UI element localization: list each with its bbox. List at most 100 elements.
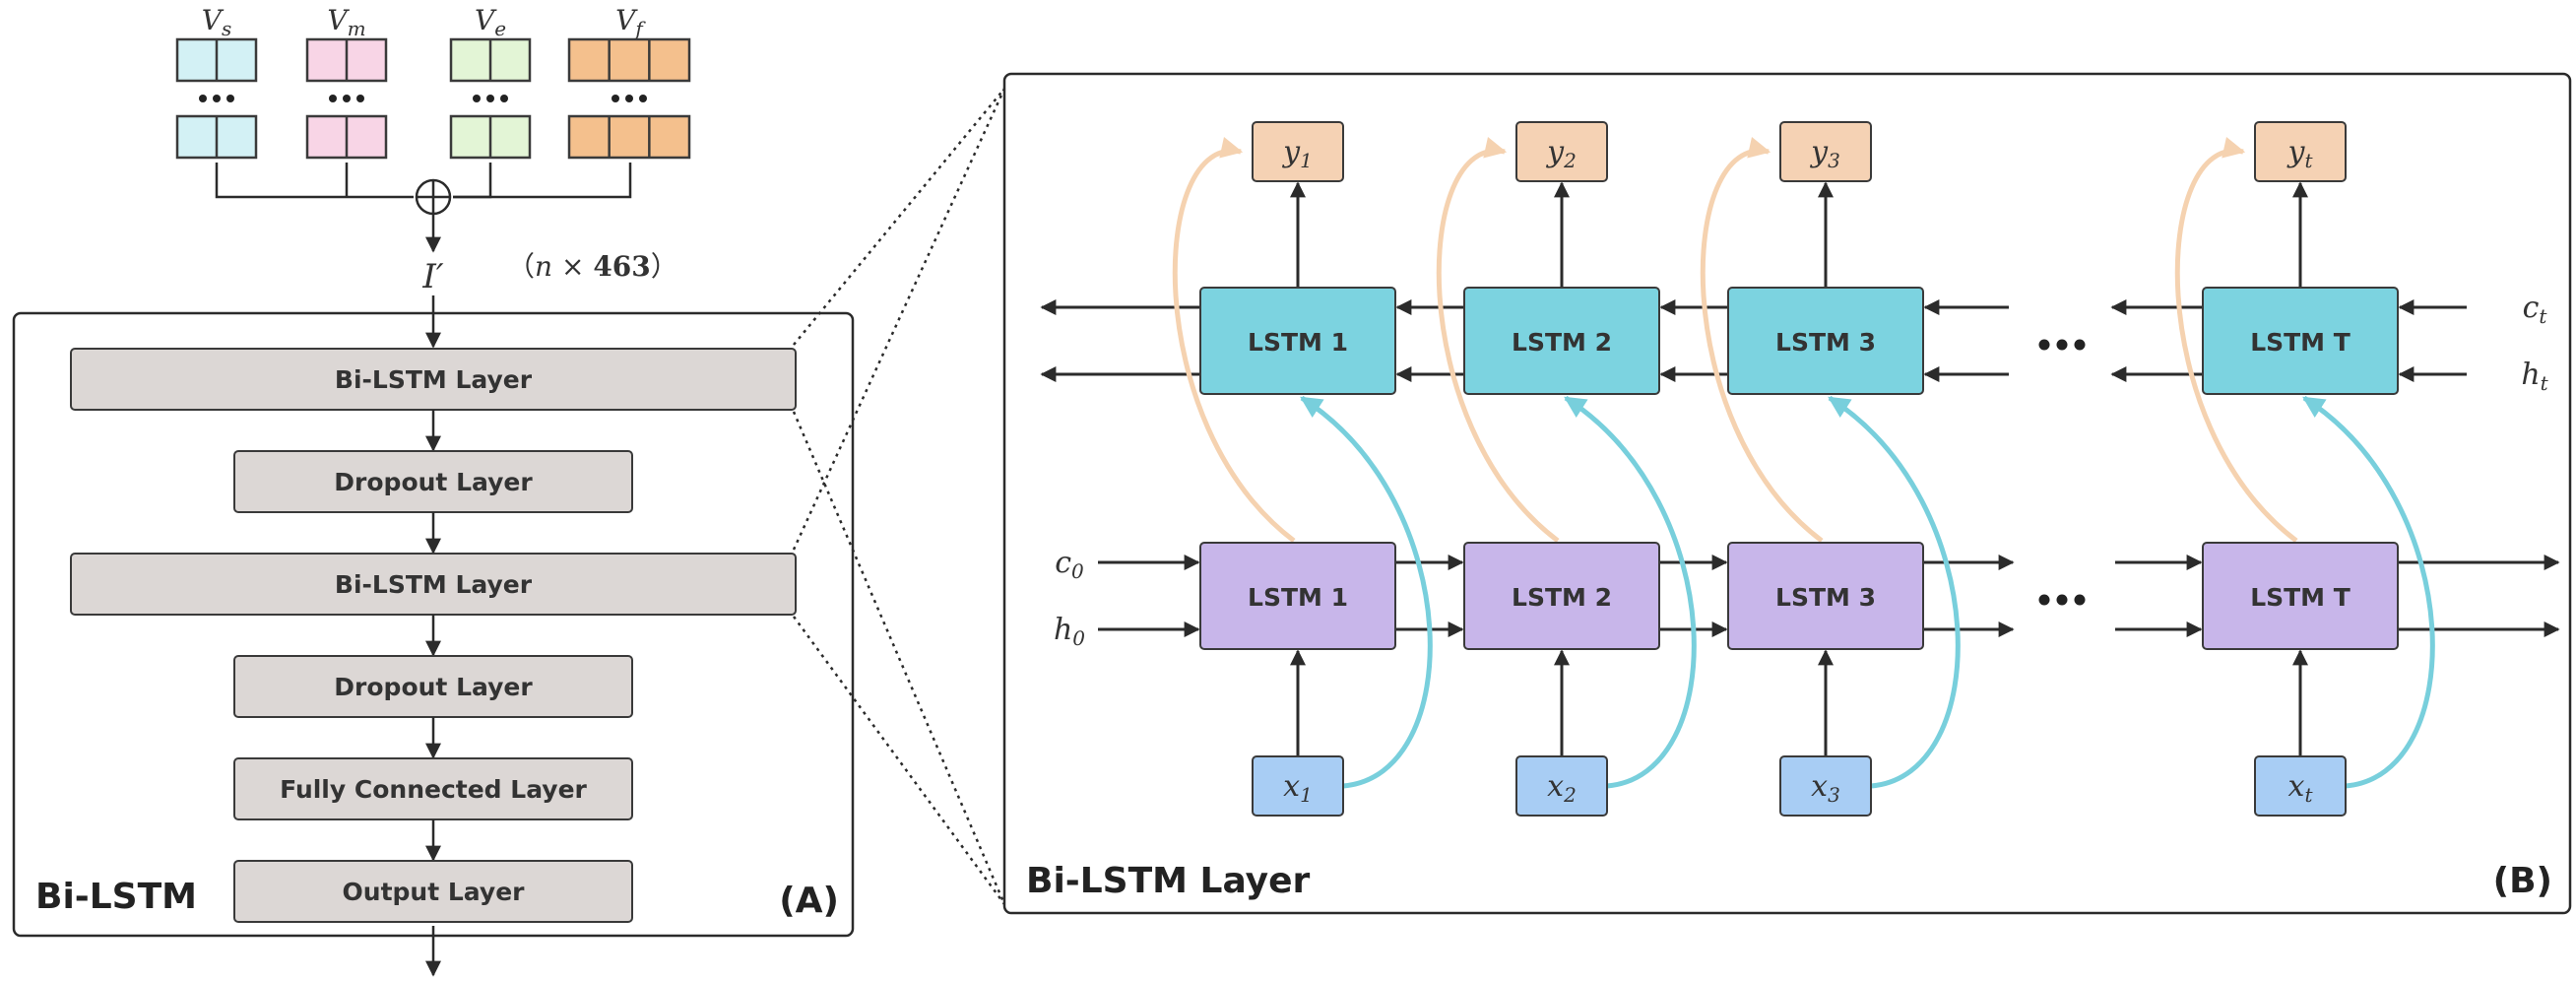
output-node-1: y1 bbox=[1252, 121, 1344, 182]
lstm-cell-label: LSTM 2 bbox=[1512, 328, 1612, 357]
vertical-arrows bbox=[1290, 181, 2308, 756]
vector-ellipsis-dot bbox=[226, 95, 234, 102]
layer-3: Bi-LSTM Layer bbox=[70, 553, 797, 657]
lstm-cell-backward-3: LSTM 3 bbox=[1727, 542, 1924, 650]
vector-ellipsis-dot bbox=[473, 95, 481, 102]
vector-ellipsis-dot bbox=[213, 95, 221, 102]
output-skip-arc bbox=[1700, 137, 1824, 543]
input-node-2: x2 bbox=[1515, 755, 1608, 817]
panel-b-content: LSTM 1 LSTM 1 y1 x1 LSTM 2 LSTM 2 y2 x2 LSTM 3 LS… bbox=[1040, 121, 2560, 817]
lstm-cell-label: LSTM 3 bbox=[1775, 583, 1876, 612]
vector-vs: Vs bbox=[175, 4, 258, 160]
lstm-cell-forward-1: LSTM 1 bbox=[1199, 287, 1396, 395]
vector-ellipsis-dot bbox=[199, 95, 207, 102]
lstm-cell-label: LSTM 3 bbox=[1775, 328, 1876, 357]
sequence-ellipsis bbox=[2038, 594, 2086, 606]
input-skip-arc bbox=[2302, 395, 2435, 789]
state-arrows bbox=[1040, 299, 2560, 637]
vector-vs-label: Vs bbox=[202, 4, 232, 40]
concat-connectors bbox=[215, 163, 632, 199]
vector-vf: Vf bbox=[567, 4, 691, 160]
layer-label: Bi-LSTM Layer bbox=[335, 365, 533, 394]
final-hidden-state-label: ht bbox=[2521, 358, 2548, 395]
vector-ellipsis-dot bbox=[486, 95, 494, 102]
input-node-label: xt bbox=[2288, 769, 2314, 807]
lstm-cell-label: LSTM T bbox=[2250, 583, 2351, 612]
initial-cell-state-label: c0 bbox=[1055, 546, 1084, 583]
layer-box bbox=[233, 860, 633, 923]
panel-b-tag: (B) bbox=[2493, 861, 2552, 901]
vector-ve: Ve bbox=[449, 4, 532, 160]
input-node-3: x3 bbox=[1779, 755, 1872, 817]
lstm-cell-label: LSTM T bbox=[2250, 328, 2351, 357]
panel-b: LSTM 1 LSTM 1 y1 x1 LSTM 2 LSTM 2 y2 x2 LSTM 3 LS… bbox=[1002, 72, 2572, 915]
layer-1: Bi-LSTM Layer bbox=[70, 348, 797, 452]
vector-vf-row-2 bbox=[567, 114, 691, 160]
initial-hidden-state-label: h0 bbox=[1054, 613, 1085, 650]
skip-arcs bbox=[1172, 137, 2435, 789]
panel-b-title: Bi-LSTM Layer bbox=[1026, 861, 1311, 901]
lstm-cell-forward-2: LSTM 2 bbox=[1463, 287, 1660, 395]
output-node-label: y2 bbox=[1545, 135, 1577, 172]
lstm-cell-label: LSTM 2 bbox=[1512, 583, 1612, 612]
output-node-4: yt bbox=[2254, 121, 2347, 182]
vector-ellipsis-dot bbox=[639, 95, 647, 102]
output-node-3: y3 bbox=[1779, 121, 1872, 182]
input-node-label: x3 bbox=[1811, 769, 1840, 807]
layer-label: Dropout Layer bbox=[334, 673, 533, 701]
layer-label: Fully Connected Layer bbox=[280, 775, 587, 804]
final-cell-state-label: ct bbox=[2523, 291, 2548, 328]
lstm-cell-backward-2: LSTM 2 bbox=[1463, 542, 1660, 650]
output-skip-arc bbox=[1172, 137, 1296, 543]
concat-symbol bbox=[415, 178, 452, 216]
lstm-cell-backward-4: LSTM T bbox=[2202, 542, 2399, 650]
input-node-label: x1 bbox=[1283, 769, 1313, 807]
input-label: I′ bbox=[421, 257, 443, 296]
sequence-ellipsis bbox=[2038, 339, 2086, 351]
lstm-cell-forward-4: LSTM T bbox=[2202, 287, 2399, 395]
zoom-lines bbox=[792, 88, 1006, 905]
layer-2: Dropout Layer bbox=[233, 450, 633, 555]
input-skip-arc bbox=[1300, 395, 1433, 789]
output-skip-arc bbox=[1436, 137, 1560, 543]
vector-ellipsis-dot bbox=[625, 95, 633, 102]
feature-vectors: Vs Vm Ve Vf bbox=[175, 4, 691, 160]
lstm-cell-label: LSTM 1 bbox=[1248, 583, 1348, 612]
layer-label: Dropout Layer bbox=[334, 468, 533, 496]
vector-ellipsis-dot bbox=[612, 95, 619, 102]
layer-5: Fully Connected Layer bbox=[233, 757, 633, 862]
input-node-4: xt bbox=[2254, 755, 2347, 817]
output-node-label: y3 bbox=[1809, 135, 1840, 172]
input-node-label: x2 bbox=[1547, 769, 1577, 807]
panel-a-tag: (A) bbox=[779, 881, 839, 921]
input-skip-arc bbox=[1564, 395, 1697, 789]
vector-vm: Vm bbox=[305, 4, 388, 160]
vector-ellipsis-dot bbox=[356, 95, 364, 102]
output-node-2: y2 bbox=[1515, 121, 1608, 182]
panel-b-frame bbox=[1002, 72, 2572, 915]
vector-ellipsis-dot bbox=[329, 95, 337, 102]
output-skip-arc bbox=[2174, 137, 2298, 543]
input-node-1: x1 bbox=[1252, 755, 1344, 817]
vector-vf-label: Vf bbox=[615, 4, 646, 40]
vector-ve-label: Ve bbox=[475, 4, 506, 40]
lstm-cell-backward-1: LSTM 1 bbox=[1199, 542, 1396, 650]
vector-ellipsis-dot bbox=[500, 95, 508, 102]
layer-label: Output Layer bbox=[343, 878, 526, 906]
layer-label: Bi-LSTM Layer bbox=[335, 570, 533, 599]
layer-4: Dropout Layer bbox=[233, 655, 633, 759]
input-shape-label: （n × 463） bbox=[507, 250, 678, 283]
input-skip-arc bbox=[1828, 395, 1961, 789]
vector-vf-row-1 bbox=[567, 37, 691, 83]
lstm-cell-forward-3: LSTM 3 bbox=[1727, 287, 1924, 395]
layer-6: Output Layer bbox=[233, 860, 633, 923]
vector-ellipsis-dot bbox=[343, 95, 351, 102]
lstm-cell-label: LSTM 1 bbox=[1248, 328, 1348, 357]
output-node-label: yt bbox=[2286, 135, 2314, 172]
panel-a-title: Bi-LSTM bbox=[35, 877, 197, 917]
vector-vm-label: Vm bbox=[327, 4, 365, 40]
output-node-label: y1 bbox=[1281, 135, 1313, 172]
